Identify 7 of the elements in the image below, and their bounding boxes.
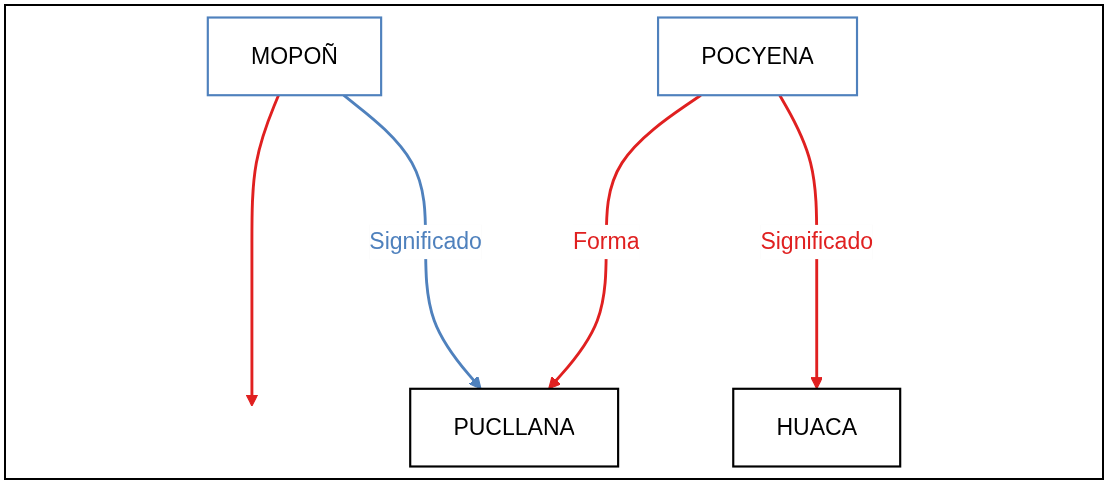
edge-label: Significado [760, 229, 874, 254]
edge-label: Forma [572, 229, 640, 254]
edge-label: Significado [369, 229, 482, 254]
node-box: MOPOÑ [206, 16, 383, 97]
node-box: PUCLLANA [409, 387, 620, 468]
node-box: POCYENA [657, 16, 859, 97]
node-box: HUACA [732, 387, 902, 468]
